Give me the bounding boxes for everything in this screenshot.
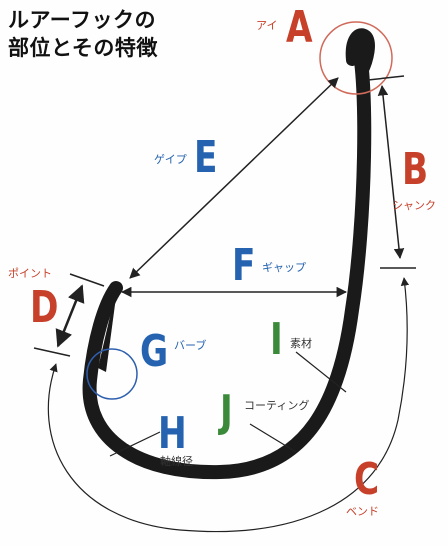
label-a-letter: A bbox=[286, 2, 313, 53]
label-f-letter: F bbox=[232, 240, 256, 291]
label-c-name: ベンド bbox=[346, 505, 379, 518]
material-leader bbox=[295, 351, 347, 393]
gape-arrow bbox=[129, 77, 339, 279]
shank-top-tick bbox=[367, 75, 405, 81]
title-line-2: 部位とその特徴 bbox=[8, 36, 158, 60]
label-a-name: アイ bbox=[256, 19, 278, 32]
diameter-leader bbox=[109, 431, 161, 457]
shank-arrow bbox=[377, 84, 405, 260]
label-d-letter: D bbox=[30, 282, 59, 333]
label-j-letter: J bbox=[220, 386, 233, 437]
label-j-name: コーティング bbox=[244, 399, 310, 412]
label-b-letter: B bbox=[402, 144, 429, 195]
label-i-name: 素材 bbox=[290, 337, 312, 350]
bend-arrow bbox=[47, 277, 410, 533]
point-arrow bbox=[55, 284, 85, 348]
hook-body bbox=[82, 38, 372, 480]
label-g-name: バーブ bbox=[174, 339, 207, 352]
point-bottom-tick bbox=[33, 347, 71, 357]
hook-eye bbox=[345, 28, 375, 78]
label-i-letter: I bbox=[270, 314, 283, 365]
label-e-letter: E bbox=[194, 132, 218, 183]
label-h-letter: H bbox=[158, 408, 187, 459]
label-e-name: ゲイプ bbox=[154, 153, 187, 166]
coating-leader bbox=[249, 423, 297, 453]
label-h-name: 軸線径 bbox=[160, 455, 193, 468]
label-b-name: シャンク bbox=[392, 199, 436, 212]
eye-circle bbox=[319, 21, 393, 95]
point-top-tick bbox=[69, 273, 105, 287]
label-g-letter: G bbox=[140, 326, 169, 377]
title-line-1: ルアーフックの bbox=[8, 8, 156, 32]
label-c-letter: C bbox=[354, 454, 380, 505]
label-d-name: ポイント bbox=[8, 267, 52, 280]
label-f-name: ギャップ bbox=[262, 261, 306, 274]
